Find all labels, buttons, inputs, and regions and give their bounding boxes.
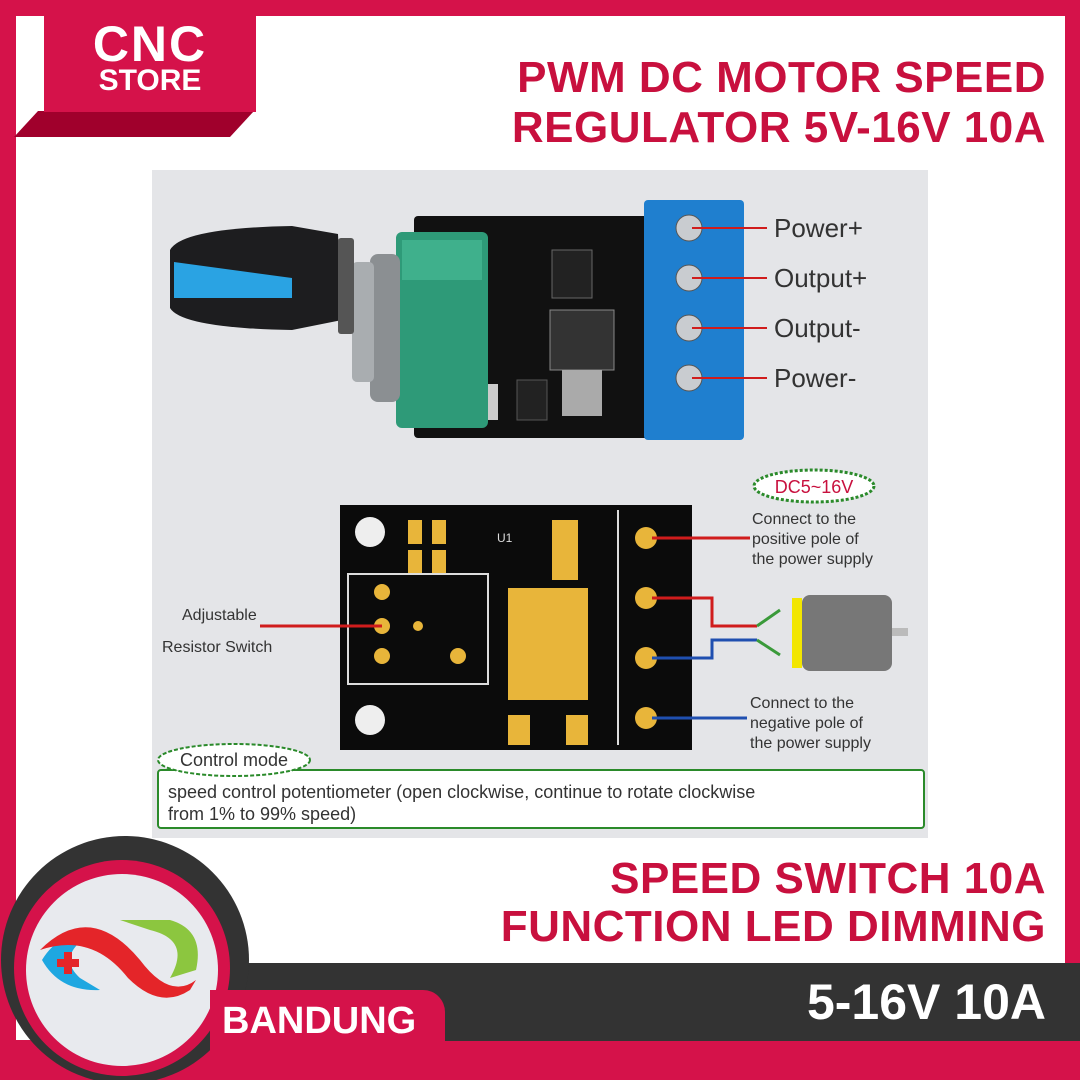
frame-right [1065,0,1080,1080]
title-line-2: REGULATOR 5V-16V 10A [511,103,1046,152]
control-mode-text-2: from 1% to 99% speed) [168,804,356,824]
control-mode-title: Control mode [180,750,288,770]
pwm-module-photo: Power+ Output+ Output- Power- [170,200,867,440]
frame-top [0,0,1080,16]
positive-note-1: Connect to the [752,511,856,528]
location-label: BANDUNG [222,1000,417,1042]
logo-line-store: STORE [98,64,202,97]
label-power-plus: Power+ [774,213,863,243]
positive-note-3: the power supply [752,551,873,568]
subtitle-line-1: SPEED SWITCH 10A [610,854,1046,903]
wiring-diagram: U1 Adjustable Resistor Switch Connect to… [157,468,925,829]
location-tab [210,990,445,1062]
cnc-store-logo [44,16,256,112]
label-output-plus: Output+ [774,263,867,293]
logo-line-cnc: CNC [92,16,208,72]
pot-label-line-1: Adjustable [182,607,257,624]
negative-note-2: negative pole of [750,715,864,732]
spec-band-text: 5-16V 10A [806,974,1046,1030]
negative-note-3: the power supply [750,735,871,752]
frame-left [0,0,16,1080]
subtitle-line-2: FUNCTION LED DIMMING [500,902,1046,951]
label-power-minus: Power- [774,363,856,393]
store-emblem [1,836,249,1080]
control-mode-text-1: speed control potentiometer (open clockw… [168,782,755,802]
positive-note-2: positive pole of [752,531,859,548]
product-image-panel: Power+ Output+ Output- Power- U1 [152,170,928,838]
pcb-marking: U1 [497,531,513,545]
pot-label-line-2: Resistor Switch [162,639,272,656]
label-output-minus: Output- [774,313,861,343]
logo-shadow [14,111,254,137]
product-illustration: Power+ Output+ Output- Power- U1 [157,200,925,829]
voltage-badge: DC5~16V [775,477,854,497]
title-line-1: PWM DC MOTOR SPEED [517,53,1046,102]
negative-note-1: Connect to the [750,695,854,712]
